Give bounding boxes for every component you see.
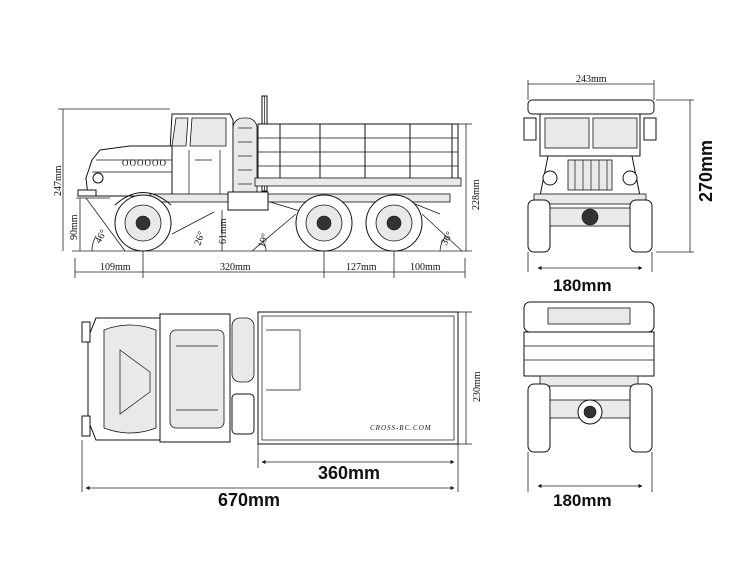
cargo-bed-side: [254, 123, 462, 187]
spare-wheel-top: [231, 317, 255, 435]
dim-front-height: 270mm: [656, 99, 716, 253]
angle-breakover: 19°: [251, 213, 297, 252]
truck-hood-top: [81, 317, 161, 441]
hood-vent-label: OOOOOO: [122, 158, 167, 168]
dim-bed-length-label: 360mm: [318, 463, 380, 483]
dim-front-overhang-label: 109mm: [100, 262, 131, 273]
angle-departure: 36°: [421, 213, 463, 252]
angle-front-wheel: 26°: [171, 211, 215, 247]
rear-right-wheel: [629, 383, 653, 453]
angle-breakover-label: 19°: [256, 232, 271, 249]
middle-wheel-side: [295, 194, 353, 252]
dim-front-top-width: 243mm: [527, 74, 655, 100]
front-wheel-side: [114, 192, 172, 252]
angle-approach-label: 46°: [93, 228, 110, 246]
dim-total-height: 247mm: [53, 108, 170, 251]
dim-rear-axle-spacing-label: 127mm: [346, 262, 377, 273]
dim-total-height-label: 247mm: [53, 165, 64, 196]
front-axle: [549, 207, 631, 227]
dim-front-top-width-label: 243mm: [576, 74, 607, 85]
dim-rear-height: 228mm: [458, 123, 482, 251]
dim-ground-clearance-label: 90mm: [69, 214, 80, 240]
dim-deck-width-label: 230mm: [472, 371, 483, 402]
front-right-wheel: [629, 199, 653, 253]
dim-front-track: 180mm: [527, 252, 653, 295]
dim-mid-height: 61mm: [218, 210, 229, 251]
rear-left-wheel: [527, 383, 551, 453]
top-view: CROSS-RC.COM 230mm 360mm 670mm: [81, 311, 483, 510]
front-view: 243mm: [523, 74, 716, 295]
rear-axle: [549, 399, 631, 425]
spare-wheel: [232, 117, 258, 201]
truck-rear-body: [523, 301, 655, 387]
side-view: OOOOOO: [53, 95, 482, 278]
truck-front-body: [523, 99, 657, 205]
dim-length-chain: 109mm 320mm 127mm 100mm: [74, 251, 466, 278]
dim-front-track-label: 180mm: [553, 276, 612, 295]
cargo-bed-top: CROSS-RC.COM: [257, 311, 459, 445]
rear-view: 180mm: [523, 301, 655, 510]
dim-rear-track-label: 180mm: [553, 491, 612, 510]
dim-total-length-label: 670mm: [218, 490, 280, 510]
dim-mid-height-label: 61mm: [218, 218, 229, 244]
truck-hood-side: OOOOOO: [77, 145, 173, 197]
angle-front-wheel-label: 26°: [192, 230, 207, 247]
front-left-wheel: [527, 199, 551, 253]
dim-rear-height-label: 228mm: [471, 179, 482, 210]
dim-bed-length: 360mm: [257, 444, 459, 483]
truck-cab-top: [159, 313, 231, 443]
dim-front-height-label: 270mm: [696, 140, 716, 202]
dim-rear-overhang-label: 100mm: [410, 262, 441, 273]
dim-ground-clearance: 90mm: [69, 197, 110, 251]
top-watermark: CROSS-RC.COM: [370, 424, 432, 432]
dim-rear-track: 180mm: [527, 452, 653, 510]
dim-total-length: 670mm: [81, 440, 459, 510]
rear-wheel-side: [365, 194, 423, 252]
dim-wheelbase-label: 320mm: [220, 262, 251, 273]
dim-deck-width: 230mm: [458, 311, 483, 445]
